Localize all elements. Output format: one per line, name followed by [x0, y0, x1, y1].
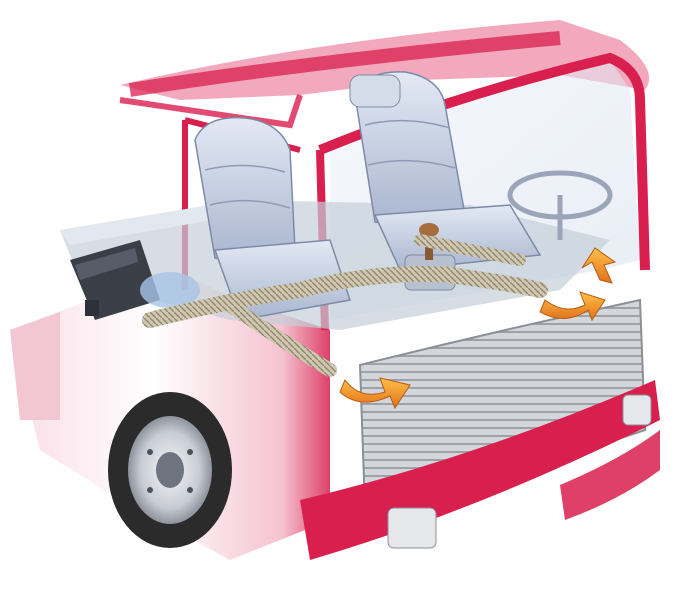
steering-wheel [507, 170, 613, 240]
front-wheel [108, 392, 232, 548]
airflow-arrow-icon [539, 291, 606, 322]
airflow-arrow-icon [581, 247, 617, 284]
fog-light [387, 394, 652, 549]
parking-heater-unit [70, 240, 200, 320]
airflow-arrow-icon [339, 377, 411, 410]
warm-air-duct [142, 234, 548, 377]
cab-roof [119, 20, 650, 129]
headrest [349, 74, 401, 108]
